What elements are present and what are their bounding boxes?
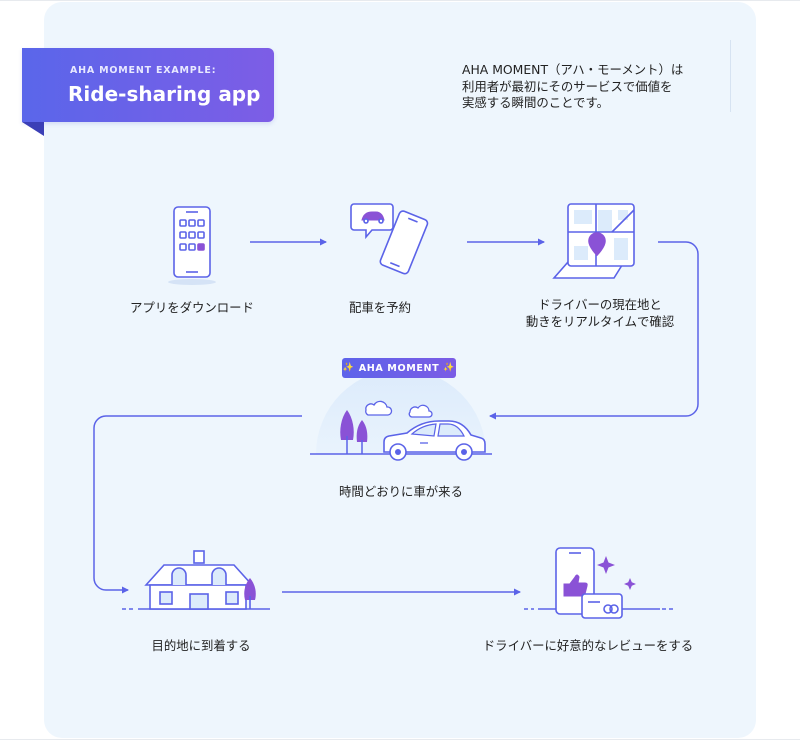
step-track-label: ドライバーの現在地と 動きをリアルタイムで確認 (510, 296, 690, 330)
booking-phone-icon (350, 203, 429, 275)
aha-moment-badge: ✨ AHA MOMENT ✨ (342, 358, 456, 378)
map-location-icon (552, 203, 635, 279)
header-kicker: AHA MOMENT EXAMPLE: (70, 65, 217, 76)
description-line-2: 利用者が最初にそのサービスで価値を (462, 78, 673, 94)
description-divider (730, 40, 731, 112)
review-phone-icon (524, 547, 676, 619)
car-arrival-illustration (310, 369, 492, 461)
top-divider (0, 0, 800, 1)
step-book-label: 配車を予約 (349, 300, 411, 315)
sparkle-icon: ✨ (342, 363, 355, 373)
phone-app-icon (168, 206, 216, 285)
arrow-aha-to-destination (93, 415, 302, 594)
step-review-label: ドライバーに好意的なレビューをする (482, 638, 694, 653)
sparkle-icon: ✨ (443, 363, 456, 373)
house-destination-icon (122, 550, 270, 610)
aha-description: AHA MOMENT（アハ・モーメント）は 利用者が最初にそのサービスで価値を … (462, 62, 724, 112)
step-arrive-label: 時間どおりに車が来る (339, 484, 463, 499)
header-title: Ride-sharing app (68, 82, 261, 106)
arrow-track-to-aha (489, 241, 699, 420)
step-track-line-1: ドライバーの現在地と (538, 297, 662, 312)
step-destination-label: 目的地に到着する (151, 638, 251, 653)
bottom-divider (0, 739, 800, 740)
step-track-line-2: 動きをリアルタイムで確認 (525, 314, 675, 329)
description-line-3: 実感する瞬間のことです。 (462, 95, 610, 110)
description-line-1: AHA MOMENT（アハ・モーメント）は (462, 62, 684, 77)
step-download-label: アプリをダウンロード (130, 300, 254, 315)
badge-fold (22, 122, 44, 136)
aha-moment-label: AHA MOMENT (358, 362, 440, 374)
header-badge: AHA MOMENT EXAMPLE: Ride-sharing app (22, 48, 274, 122)
